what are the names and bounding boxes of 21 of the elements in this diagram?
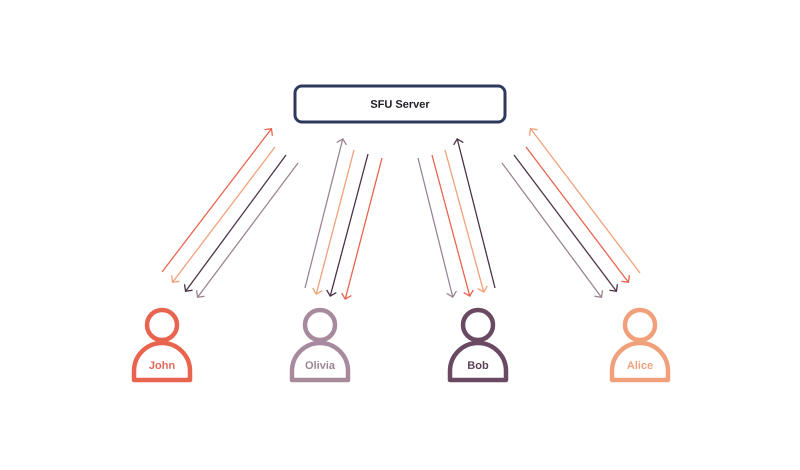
arrow	[431, 154, 474, 297]
person-figure: Alice	[610, 308, 670, 382]
arrow	[528, 128, 641, 274]
arrow	[417, 158, 457, 298]
arrow	[525, 146, 630, 283]
arrow	[312, 150, 355, 295]
arrow	[444, 150, 488, 293]
arrow	[326, 154, 369, 297]
arrow	[304, 138, 347, 288]
arrow	[184, 154, 287, 292]
person-figure: Bob	[448, 308, 508, 382]
arrow	[453, 138, 496, 288]
person-figure: Olivia	[290, 308, 350, 382]
arrow	[162, 128, 274, 272]
arrow	[513, 154, 618, 292]
arrow	[501, 162, 604, 298]
server-box: SFU Server	[294, 84, 506, 124]
arrow	[341, 158, 383, 300]
person-figure: John	[132, 308, 192, 382]
arrow	[196, 162, 299, 298]
arrow	[170, 146, 276, 283]
